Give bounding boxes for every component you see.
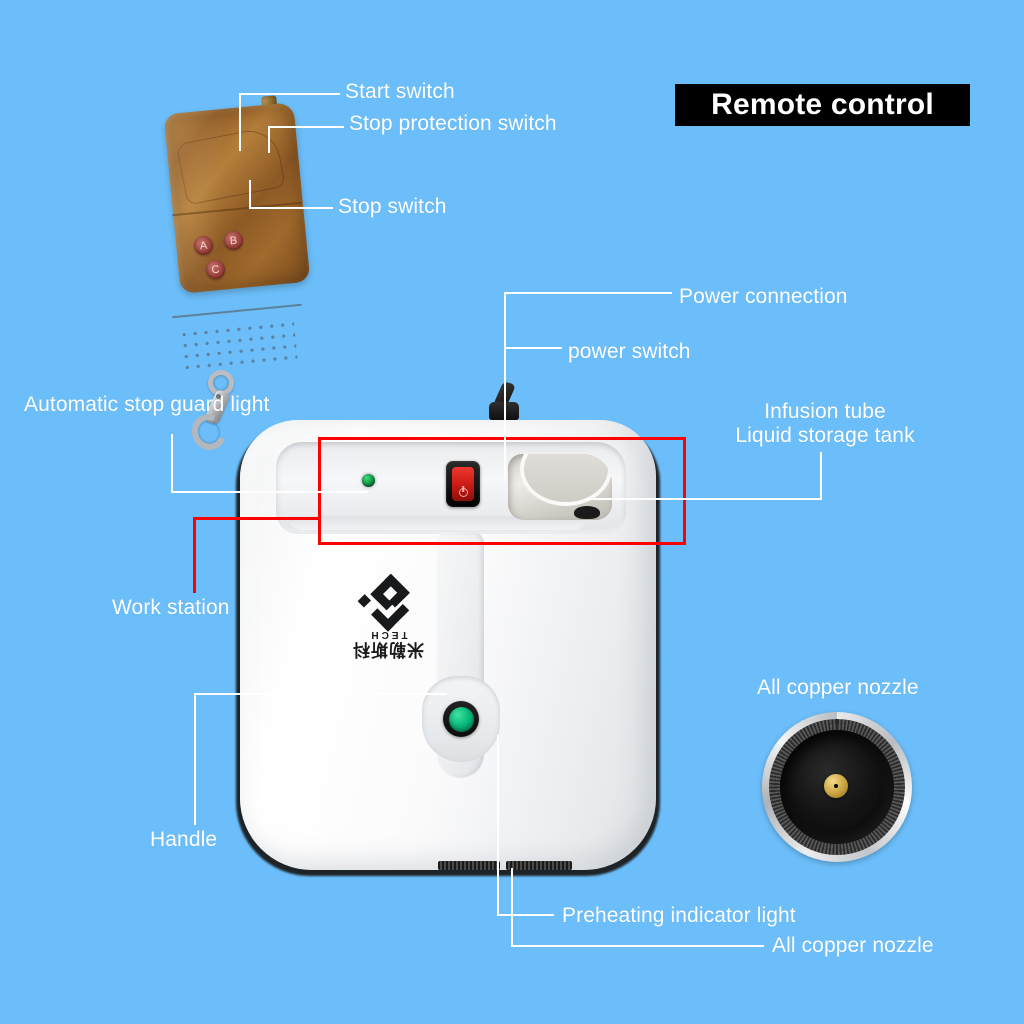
leader-work-station-v bbox=[193, 517, 196, 593]
leader-nozzle-bottom-h bbox=[511, 945, 764, 947]
leader-power-connection-h bbox=[504, 292, 672, 294]
label-handle: Handle bbox=[150, 828, 218, 851]
main-device-photo: 米勒斯科 TECH bbox=[232, 418, 664, 878]
work-station-box-right bbox=[683, 437, 686, 545]
label-infusion-tube: Infusion tube bbox=[764, 400, 886, 423]
work-station-box-bottom bbox=[318, 542, 686, 545]
tank-nub bbox=[574, 506, 600, 519]
keyring-clip-pin bbox=[216, 394, 221, 399]
leader-power-connection-v bbox=[504, 292, 506, 392]
vent-grille-left bbox=[438, 861, 500, 870]
label-start-switch: Start switch bbox=[345, 80, 455, 103]
label-stop-switch: Stop switch bbox=[338, 195, 447, 218]
label-all-copper-nozzle-bottom: All copper nozzle bbox=[772, 934, 934, 957]
all-copper-nozzle-photo bbox=[762, 712, 912, 862]
remote-button-a-glyph: A bbox=[199, 239, 208, 252]
device-body: 米勒斯科 TECH bbox=[240, 420, 656, 870]
leader-infusion-tube-h bbox=[586, 498, 822, 500]
remote-keyring bbox=[186, 364, 250, 456]
leader-power-switch-h bbox=[504, 347, 562, 349]
leader-handle-h bbox=[194, 693, 447, 695]
power-rocker-face bbox=[452, 467, 474, 501]
remote-control-photo: A B C bbox=[163, 95, 316, 456]
label-power-connection: Power connection bbox=[679, 285, 848, 308]
label-automatic-stop-guard-light: Automatic stop guard light bbox=[24, 393, 270, 416]
remote-button-b-glyph: B bbox=[229, 234, 238, 247]
label-stop-protection-switch: Stop protection switch bbox=[349, 112, 557, 135]
vent-grille-right bbox=[506, 861, 572, 870]
leader-stop-protection-v bbox=[268, 126, 270, 153]
label-preheating-indicator-light: Preheating indicator light bbox=[562, 904, 796, 927]
brand-logo-chinese: 米勒斯科 bbox=[352, 640, 424, 659]
leader-auto-stop-h bbox=[171, 491, 368, 493]
label-all-copper-nozzle-right: All copper nozzle bbox=[757, 676, 919, 699]
brand-logo: 米勒斯科 TECH bbox=[328, 548, 448, 659]
label-work-station: Work station bbox=[112, 596, 230, 619]
leader-power-switch-v bbox=[504, 347, 506, 479]
remote-seam-lower bbox=[172, 303, 302, 319]
title-badge: Remote control bbox=[675, 84, 970, 126]
preheating-indicator-light bbox=[448, 706, 474, 732]
leader-preheating-h bbox=[497, 914, 554, 916]
leader-stop-switch-v bbox=[249, 180, 251, 208]
power-switch-rocker[interactable] bbox=[446, 461, 480, 507]
preheating-indicator-button[interactable] bbox=[443, 701, 479, 737]
leader-start-switch-h bbox=[239, 93, 340, 95]
automatic-stop-guard-light-led bbox=[362, 474, 375, 487]
nozzle-orifice bbox=[834, 784, 838, 788]
leader-work-station-h bbox=[193, 517, 321, 520]
control-panel-lip bbox=[288, 516, 588, 530]
leader-nozzle-bottom-v bbox=[511, 868, 513, 946]
brand-logo-mark bbox=[348, 552, 427, 632]
work-station-box-top bbox=[318, 437, 686, 440]
title-badge-label: Remote control bbox=[711, 88, 934, 121]
leader-preheating-v bbox=[497, 735, 499, 915]
leader-handle-v bbox=[194, 693, 196, 825]
power-icon bbox=[458, 488, 468, 497]
label-liquid-storage-tank: Liquid storage tank bbox=[735, 423, 915, 447]
leader-stop-protection-h bbox=[268, 126, 344, 128]
leader-stop-switch-h bbox=[249, 207, 333, 209]
leader-start-switch-v bbox=[239, 93, 241, 151]
remote-body bbox=[163, 102, 311, 294]
label-power-switch: power switch bbox=[568, 340, 691, 363]
liquid-storage-tank-opening[interactable] bbox=[508, 454, 612, 520]
leader-auto-stop-v bbox=[171, 434, 173, 492]
remote-button-c-glyph: C bbox=[210, 263, 221, 276]
leader-infusion-tube-v bbox=[820, 452, 822, 500]
